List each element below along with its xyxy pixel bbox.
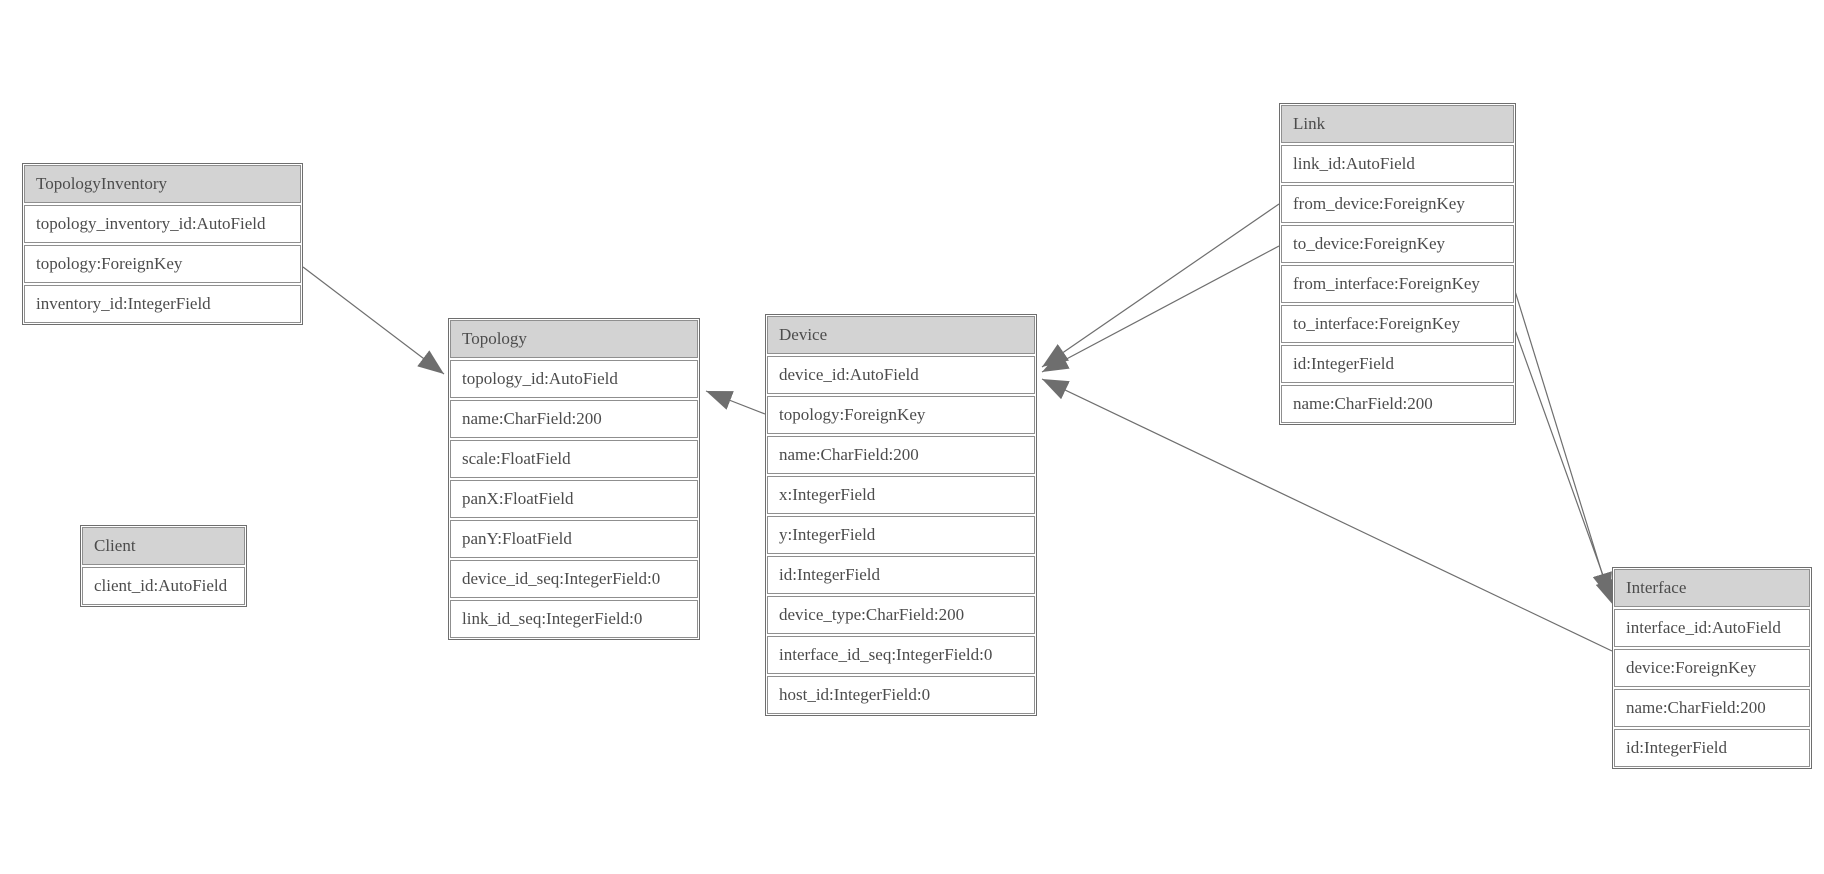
table-header-device: Device bbox=[767, 316, 1035, 354]
field-row: from_interface:ForeignKey bbox=[1281, 265, 1514, 303]
field-row: id:IntegerField bbox=[767, 556, 1035, 594]
field-row: topology_id:AutoField bbox=[450, 360, 698, 398]
field-row: scale:FloatField bbox=[450, 440, 698, 478]
field-row: name:CharField:200 bbox=[767, 436, 1035, 474]
table-header-client: Client bbox=[82, 527, 245, 565]
field-row: id:IntegerField bbox=[1281, 345, 1514, 383]
table-topology-inventory: TopologyInventory topology_inventory_id:… bbox=[22, 163, 303, 325]
field-row: link_id_seq:IntegerField:0 bbox=[450, 600, 698, 638]
edge-link-fromdevice-device bbox=[1041, 203, 1280, 368]
field-row: to_device:ForeignKey bbox=[1281, 225, 1514, 263]
edge-link-tointerface-interface bbox=[1514, 329, 1615, 607]
field-row: y:IntegerField bbox=[767, 516, 1035, 554]
field-row: topology:ForeignKey bbox=[767, 396, 1035, 434]
field-row: name:CharField:200 bbox=[1281, 385, 1514, 423]
field-row: x:IntegerField bbox=[767, 476, 1035, 514]
field-row: topology_inventory_id:AutoField bbox=[24, 205, 301, 243]
table-link: Link link_id:AutoField from_device:Forei… bbox=[1279, 103, 1516, 425]
field-row: device:ForeignKey bbox=[1614, 649, 1810, 687]
table-device: Device device_id:AutoField topology:Fore… bbox=[765, 314, 1037, 716]
edge-link-frominterface-interface bbox=[1514, 290, 1612, 600]
table-header-topology: Topology bbox=[450, 320, 698, 358]
field-row: panY:FloatField bbox=[450, 520, 698, 558]
field-row: device_type:CharField:200 bbox=[767, 596, 1035, 634]
field-row: device_id_seq:IntegerField:0 bbox=[450, 560, 698, 598]
field-row: name:CharField:200 bbox=[450, 400, 698, 438]
field-row: interface_id_seq:IntegerField:0 bbox=[767, 636, 1035, 674]
field-row: id:IntegerField bbox=[1614, 729, 1810, 767]
field-row: device_id:AutoField bbox=[767, 356, 1035, 394]
table-header-interface: Interface bbox=[1614, 569, 1810, 607]
field-row: from_device:ForeignKey bbox=[1281, 185, 1514, 223]
field-row: topology:ForeignKey bbox=[24, 245, 301, 283]
edge-interface-device bbox=[1041, 378, 1613, 652]
field-row: to_interface:ForeignKey bbox=[1281, 305, 1514, 343]
table-topology: Topology topology_id:AutoField name:Char… bbox=[448, 318, 700, 640]
edge-device-topology bbox=[705, 390, 766, 415]
table-client: Client client_id:AutoField bbox=[80, 525, 247, 607]
table-interface: Interface interface_id:AutoField device:… bbox=[1612, 567, 1812, 769]
field-row: link_id:AutoField bbox=[1281, 145, 1514, 183]
table-header-topology-inventory: TopologyInventory bbox=[24, 165, 301, 203]
table-header-link: Link bbox=[1281, 105, 1514, 143]
field-row: host_id:IntegerField:0 bbox=[767, 676, 1035, 714]
edge-link-todevice-device bbox=[1041, 245, 1280, 373]
field-row: inventory_id:IntegerField bbox=[24, 285, 301, 323]
field-row: name:CharField:200 bbox=[1614, 689, 1810, 727]
field-row: panX:FloatField bbox=[450, 480, 698, 518]
field-row: client_id:AutoField bbox=[82, 567, 245, 605]
field-row: interface_id:AutoField bbox=[1614, 609, 1810, 647]
edge-topologyinventory-topology bbox=[302, 266, 445, 375]
